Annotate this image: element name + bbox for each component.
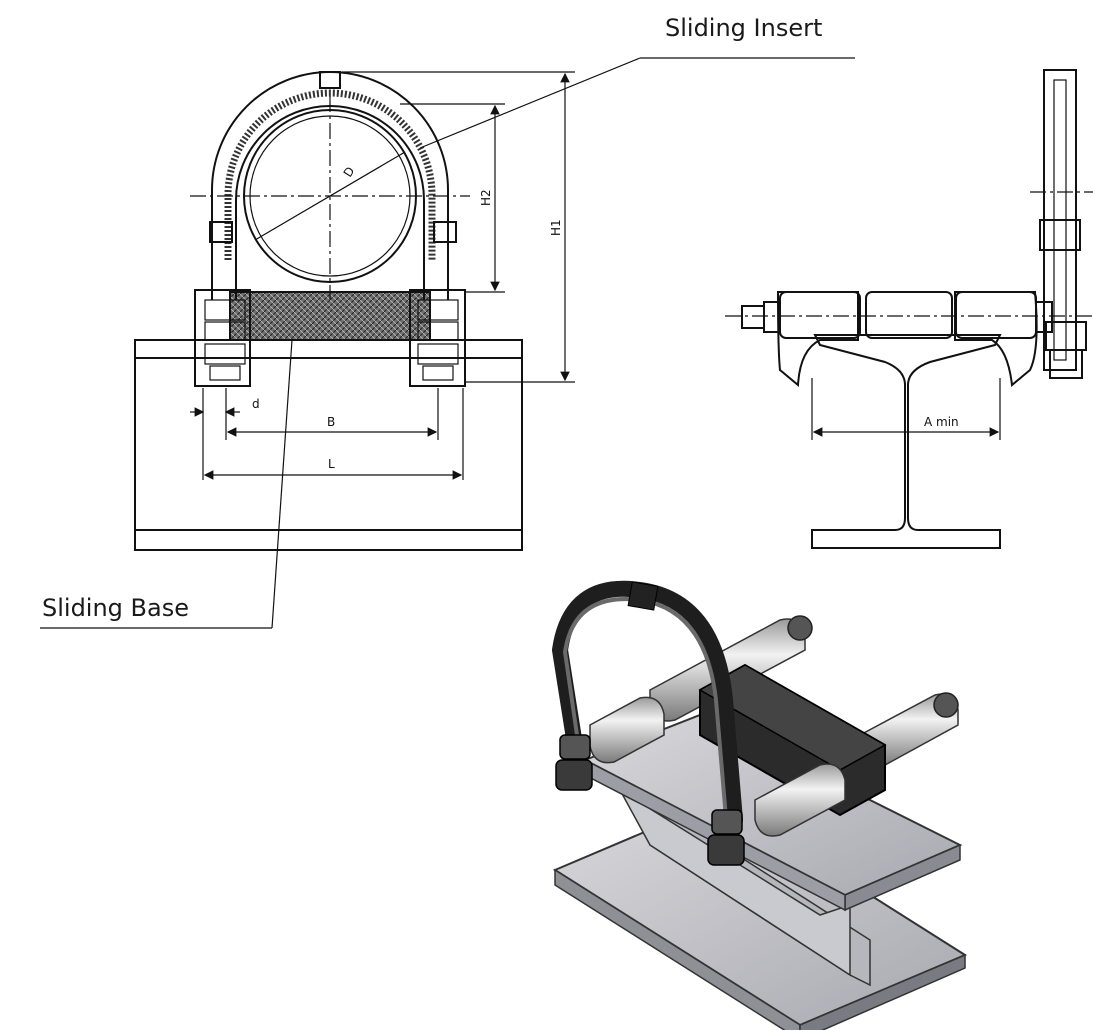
i-beam-section	[811, 334, 1002, 549]
dim-label-h1: H1	[549, 219, 563, 236]
dim-label-d-large: D	[341, 164, 358, 179]
left-nut-block	[194, 289, 251, 387]
roller-left	[779, 291, 861, 339]
side-view: A min	[725, 69, 1093, 549]
iso-front-rollers	[589, 696, 665, 764]
beam-front	[134, 339, 523, 551]
dim-label-b: B	[327, 415, 335, 429]
dim-label-a-min: A min	[924, 415, 959, 429]
right-nut-block	[409, 289, 466, 387]
dim-label-h2: H2	[479, 189, 493, 206]
dim-label-d-small: d	[252, 397, 260, 411]
callout-sliding-base: Sliding Base	[42, 594, 189, 622]
roller-right	[955, 291, 1037, 339]
roller-middle	[865, 291, 953, 339]
dim-label-l: L	[328, 457, 335, 471]
callout-sliding-insert: Sliding Insert	[665, 14, 822, 42]
front-view: D H1 H2 d B L	[40, 57, 855, 629]
isometric-view	[551, 580, 968, 1030]
sliding-insert	[224, 89, 436, 260]
